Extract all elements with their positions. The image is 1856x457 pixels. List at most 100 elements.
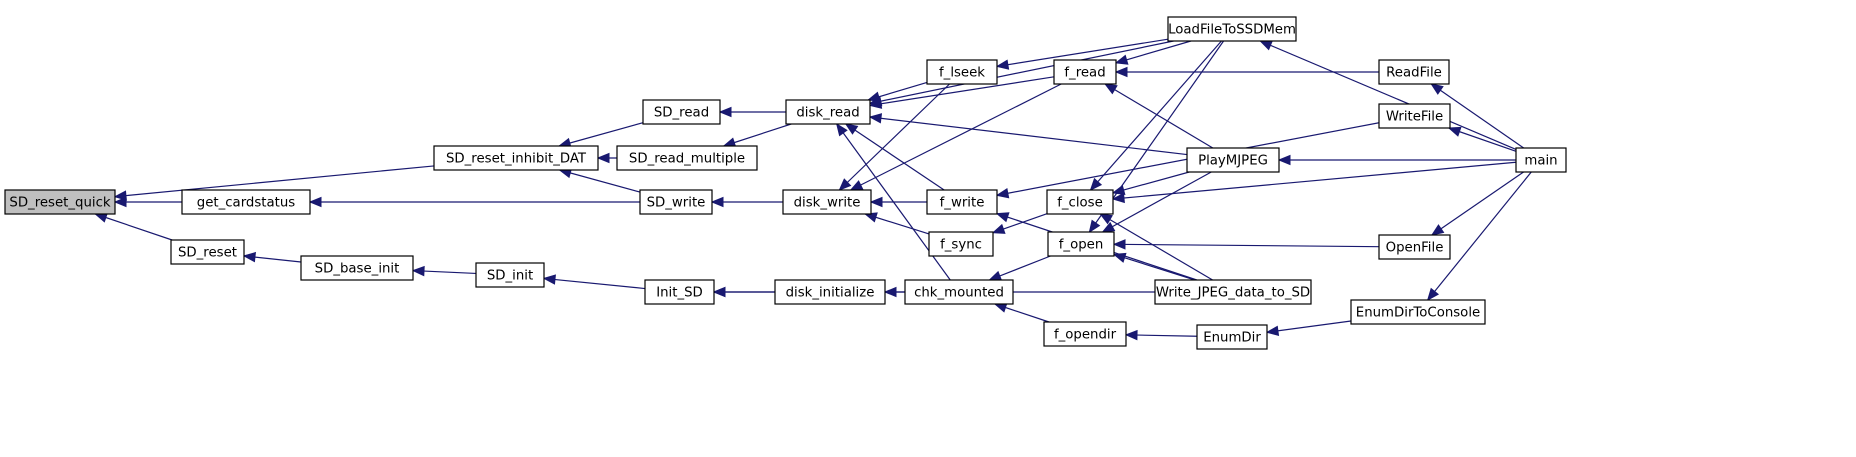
node-sd-write[interactable]: SD_write: [639, 189, 713, 215]
node-label: SD_reset_quick: [9, 196, 111, 211]
node-label: LoadFileToSSDMem: [1168, 23, 1296, 38]
node-sd-base-init[interactable]: SD_base_init: [300, 255, 414, 281]
node-f-opendir[interactable]: f_opendir: [1043, 321, 1127, 347]
node-chk-mounted[interactable]: chk_mounted: [904, 279, 1014, 305]
node-box: [1378, 59, 1450, 85]
node-sd-reset-quick[interactable]: SD_reset_quick: [4, 189, 116, 215]
edge-line: [1260, 40, 1517, 150]
node-box: [616, 145, 758, 171]
arrowhead-icon: [1114, 66, 1128, 78]
edge-f-read-to-disk-write: [849, 83, 1062, 191]
edge-main-to-write-file: [1447, 126, 1517, 152]
node-f-close[interactable]: f_close: [1046, 189, 1114, 215]
edge-line: [1115, 40, 1192, 64]
node-box: [1186, 147, 1280, 173]
node-init-sd[interactable]: Init_SD: [644, 279, 715, 305]
node-enum-dir-to-console[interactable]: EnumDirToConsole: [1350, 299, 1486, 325]
node-f-write[interactable]: f_write: [926, 189, 998, 215]
node-box: [181, 189, 311, 215]
edge-line: [543, 277, 646, 290]
node-enum-dir[interactable]: EnumDir: [1196, 324, 1268, 350]
edge-chk-mounted-to-disk-initialize: [883, 286, 905, 298]
node-box: [928, 231, 994, 257]
node-box: [642, 99, 721, 125]
node-label: SD_read_multiple: [629, 152, 745, 167]
edge-line: [850, 83, 1062, 191]
node-f-read[interactable]: f_read: [1053, 59, 1117, 85]
arrowhead-icon: [308, 196, 322, 208]
node-sd-reset[interactable]: SD_reset: [170, 239, 245, 265]
node-f-lseek[interactable]: f_lseek: [926, 59, 998, 85]
edge-sd-base-init-to-sd-reset: [242, 251, 302, 263]
edge-line: [1112, 171, 1190, 194]
edge-enum-dir-to-console-to-enum-dir: [1265, 320, 1352, 336]
arrowhead-icon: [1112, 252, 1127, 263]
node-f-open[interactable]: f_open: [1047, 231, 1115, 257]
edges-layer: [94, 38, 1532, 341]
node-f-sync[interactable]: f_sync: [928, 231, 994, 257]
node-box: [475, 262, 545, 288]
node-box: [1350, 299, 1486, 325]
arrowhead-icon: [868, 95, 883, 107]
node-box: [1043, 321, 1127, 347]
arrowhead-icon: [718, 106, 732, 118]
edge-play-mjpeg-to-disk-read: [868, 113, 1188, 156]
arrowhead-icon: [710, 196, 724, 208]
edge-init-sd-to-sd-init: [542, 274, 646, 290]
edge-line: [1427, 171, 1532, 301]
edge-line: [1125, 334, 1198, 337]
edge-line: [869, 116, 1188, 156]
arrowhead-icon: [1430, 83, 1444, 95]
node-load-file-to-ssdmem[interactable]: LoadFileToSSDMem: [1167, 16, 1297, 42]
edge-line: [845, 123, 945, 191]
node-sd-read-multiple[interactable]: SD_read_multiple: [616, 145, 758, 171]
node-label: Init_SD: [656, 286, 703, 301]
node-box: [785, 99, 871, 125]
edge-write-jpeg-data-to-sd-to-f-open: [1112, 252, 1196, 281]
node-label: f_sync: [940, 238, 982, 253]
node-write-jpeg-data-to-sd[interactable]: Write_JPEG_data_to_SD: [1154, 279, 1312, 305]
node-box: [1167, 16, 1297, 42]
node-label: f_opendir: [1054, 328, 1117, 343]
node-main[interactable]: main: [1515, 147, 1567, 173]
node-read-file[interactable]: ReadFile: [1378, 59, 1450, 85]
node-open-file[interactable]: OpenFile: [1378, 234, 1451, 260]
arrowhead-icon: [1101, 221, 1116, 233]
node-sd-read[interactable]: SD_read: [642, 99, 721, 125]
node-write-file[interactable]: WriteFile: [1378, 103, 1451, 129]
node-box: [904, 279, 1014, 305]
node-label: EnumDirToConsole: [1356, 306, 1480, 321]
arrowhead-icon: [988, 270, 1003, 281]
edge-sd-write-to-get-cardstatus: [308, 196, 640, 208]
edge-sd-init-to-sd-base-init: [411, 265, 477, 277]
node-box: [1053, 59, 1117, 85]
node-play-mjpeg[interactable]: PlayMJPEG: [1186, 147, 1280, 173]
node-disk-initialize[interactable]: disk_initialize: [774, 279, 886, 305]
edge-main-to-read-file: [1430, 83, 1525, 149]
node-label: f_lseek: [939, 66, 985, 81]
node-label: f_open: [1059, 238, 1104, 253]
edge-line: [1104, 83, 1214, 149]
node-label: SD_base_init: [315, 262, 400, 277]
node-get-cardstatus[interactable]: get_cardstatus: [181, 189, 311, 215]
edge-read-file-to-f-read: [1114, 66, 1379, 78]
node-label: SD_reset: [178, 246, 237, 261]
edge-line: [1448, 127, 1517, 152]
node-disk-read[interactable]: disk_read: [785, 99, 871, 125]
arrowhead-icon: [1277, 154, 1291, 166]
edge-sd-read-to-sd-reset-inhibit-dat: [557, 122, 644, 148]
node-sd-reset-inhibit-dat[interactable]: SD_reset_inhibit_DAT: [433, 145, 599, 171]
node-label: EnumDir: [1203, 331, 1261, 346]
node-disk-write[interactable]: disk_write: [782, 189, 872, 215]
arrowhead-icon: [883, 286, 897, 298]
node-sd-init[interactable]: SD_init: [475, 262, 545, 288]
edge-play-mjpeg-to-f-open: [1101, 171, 1212, 233]
edge-line: [1113, 253, 1196, 281]
arrowhead-icon: [1111, 192, 1125, 204]
arrowhead-icon: [1265, 325, 1280, 336]
arrowhead-icon: [838, 178, 852, 191]
edge-load-file-to-ssdmem-to-f-lseek: [995, 38, 1169, 70]
arrowhead-icon: [1089, 177, 1103, 191]
node-box: [1196, 324, 1268, 350]
